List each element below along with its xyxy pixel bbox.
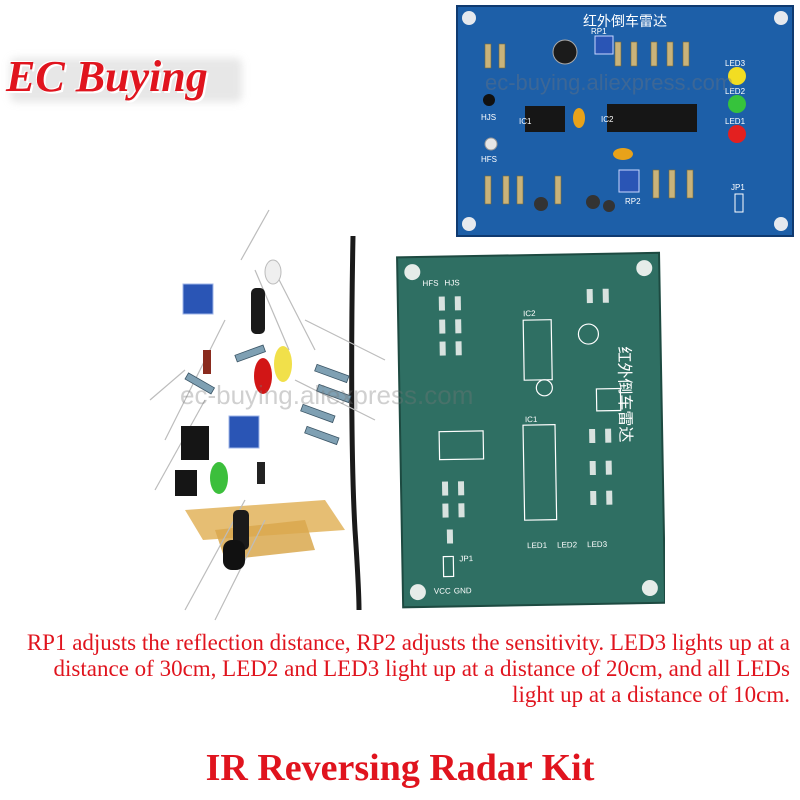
board-top-label-jp1: JP1 (731, 183, 745, 192)
brand-logo-shadow (10, 58, 242, 102)
brand-logo: EC Buying (6, 52, 208, 101)
board-top-label-hjs: HJS (481, 113, 496, 122)
kit-components-photo: 红外倒车雷达 HFS HJS IC1 IC2 JP1 VCC GND LED3 … (149, 209, 665, 621)
board-main-label-hfs: HFS (422, 279, 438, 288)
board-main-label-led1: LED1 (527, 541, 548, 550)
board-main-label-gnd: GND (454, 586, 472, 595)
watermark-top: ec-buying.aliexpress.com (485, 70, 734, 95)
board-top-label-rp1: RP1 (591, 27, 607, 36)
board-main-label-jp1: JP1 (459, 554, 473, 563)
board-main-label-ic1: IC1 (525, 415, 538, 424)
board-main-label-vcc: VCC (434, 586, 451, 595)
board-top-label-hfs: HFS (481, 155, 497, 164)
product-description: RP1 adjusts the reflection distance, RP2… (26, 630, 790, 707)
board-top-label-led2: LED2 (725, 87, 746, 96)
watermark-main: ec-buying.aliexpress.com (180, 380, 474, 410)
board-main-label-led2: LED2 (557, 540, 578, 549)
board-main-title: 红外倒车雷达 (615, 346, 635, 442)
board-main-label-hjs: HJS (444, 278, 459, 287)
assembled-pcb-photo: 红外倒车雷达 HJS HFS LED3 LED2 LED1 JP1 IC1 IC… (456, 5, 794, 237)
product-title: IR Reversing Radar Kit (205, 747, 595, 789)
board-top-label-rp2: RP2 (625, 197, 641, 206)
board-top-title: 红外倒车雷达 (583, 13, 667, 29)
board-main-label-led3: LED3 (587, 540, 608, 549)
board-top-label-led1: LED1 (725, 117, 746, 126)
board-top-label-led3: LED3 (725, 59, 746, 68)
board-top-label-ic2: IC2 (601, 115, 614, 124)
board-main-label-ic2: IC2 (523, 309, 536, 318)
board-top-label-ic1: IC1 (519, 117, 532, 126)
